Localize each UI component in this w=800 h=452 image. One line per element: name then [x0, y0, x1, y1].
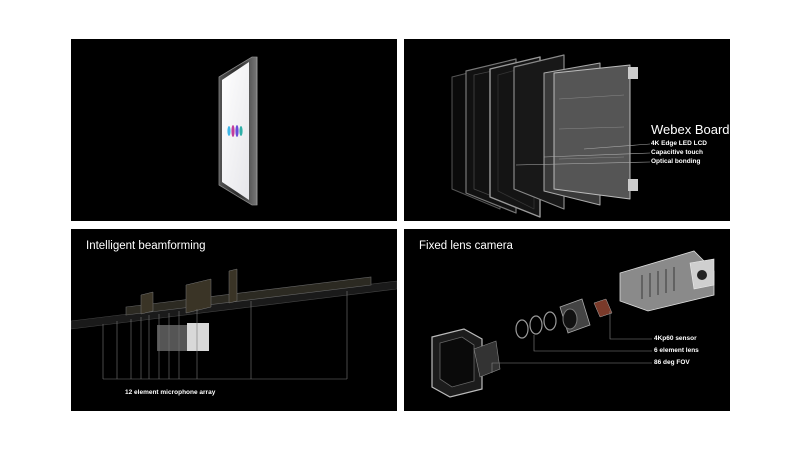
board-panel: Webex Board 4K Edge LED LCD Capacitive t…: [404, 39, 730, 221]
board-spec-lcd: 4K Edge LED LCD: [651, 140, 707, 147]
board-exploded-illustration: [451, 54, 651, 218]
board-spec-bonding: Optical bonding: [651, 158, 701, 165]
camera-exploded-illustration: [431, 250, 715, 398]
mic-title: Intelligent beamforming: [86, 240, 206, 252]
camera-panel: Fixed lens camera 4Kp60 sensor 6 eleme: [404, 229, 730, 411]
mic-array-panel: Intelligent beamforming 12 element micro…: [71, 229, 397, 411]
camera-title: Fixed lens camera: [419, 240, 513, 252]
board-spec-touch: Capacitive touch: [651, 149, 704, 156]
mic-caption: 12 element microphone array: [125, 389, 216, 396]
camera-spec-lens: 6 element lens: [654, 347, 699, 354]
camera-spec-fov: 86 deg FOV: [654, 359, 690, 366]
mic-array-illustration: [71, 268, 397, 380]
logo-icon: [227, 125, 243, 137]
camera-spec-sensor: 4Kp60 sensor: [654, 335, 697, 342]
device-panel: [71, 39, 397, 221]
device-illustration: [218, 56, 258, 206]
board-title: Webex Board: [651, 122, 730, 137]
